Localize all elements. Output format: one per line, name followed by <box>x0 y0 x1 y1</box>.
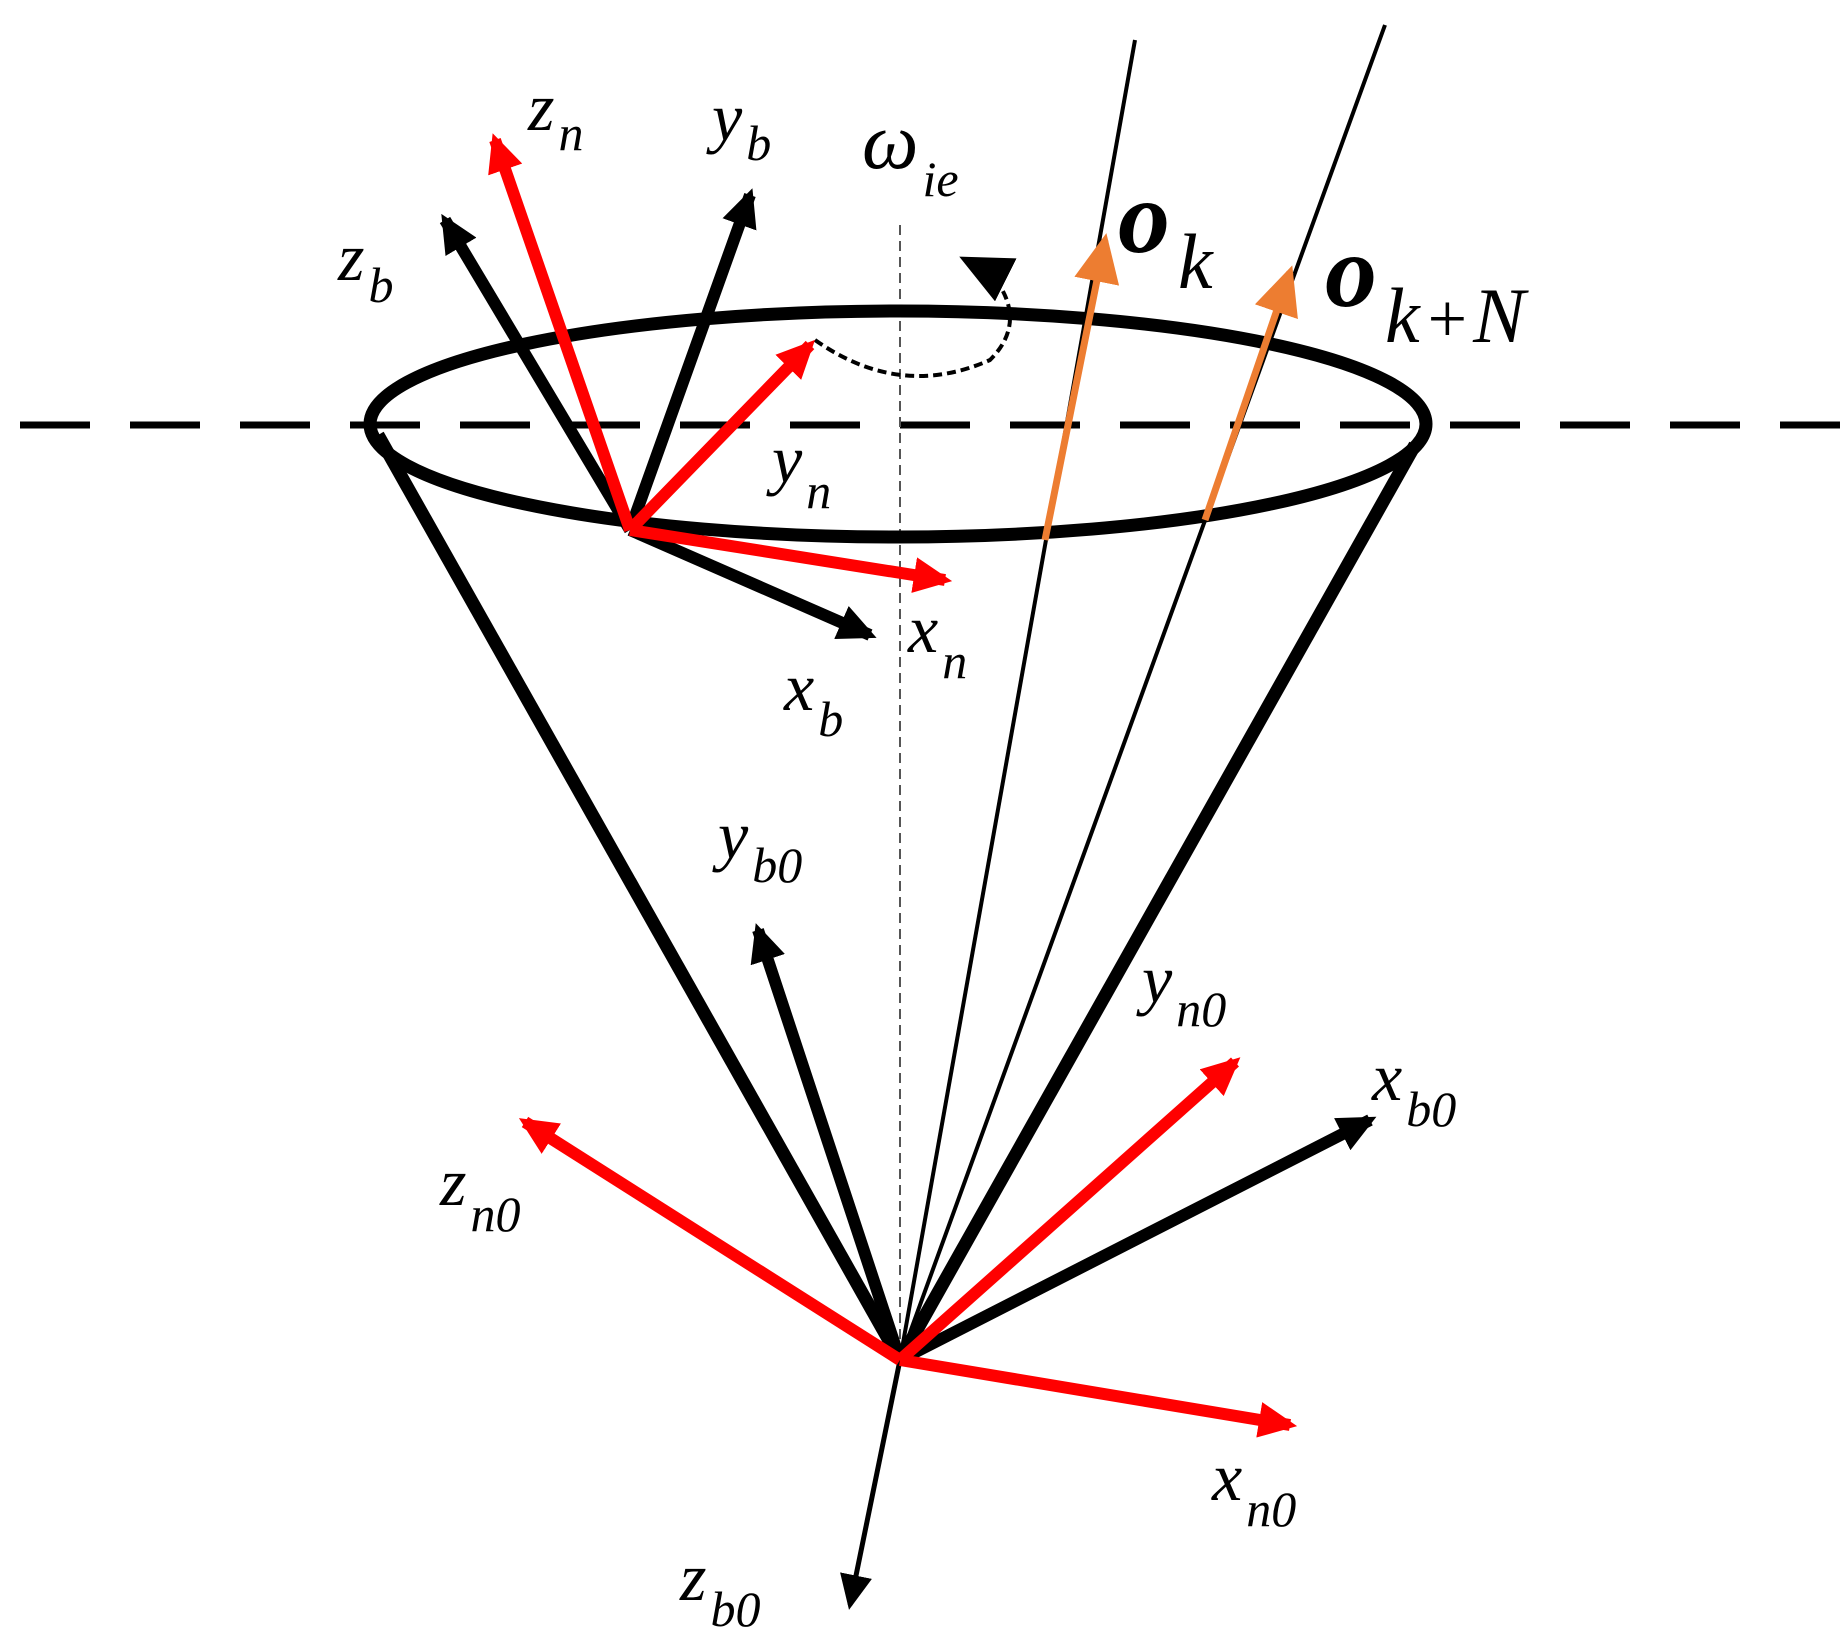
label-zb: zb <box>337 219 393 313</box>
axis-yb <box>624 188 757 533</box>
label-zn0: zn0 <box>439 1144 520 1242</box>
axis-xb0 <box>897 1114 1377 1366</box>
label-zb0: zb0 <box>679 1539 760 1637</box>
axis-yn0 <box>896 1057 1241 1365</box>
cone-left-side <box>372 431 906 1364</box>
axis-xb <box>627 524 877 641</box>
label-xb0: xb0 <box>1371 1039 1456 1137</box>
axis-xn <box>629 524 953 593</box>
vector-o-k <box>1041 233 1120 541</box>
label-yb: yb <box>706 79 771 171</box>
label-zn: zn <box>527 69 583 161</box>
cone-right-side <box>894 441 1421 1364</box>
axis-zn0 <box>518 1116 904 1366</box>
cone-top-ellipse <box>363 304 1433 544</box>
label-xb: xb <box>783 649 843 747</box>
earth-rotation-arrow <box>813 256 1017 378</box>
axis-yn <box>625 339 816 535</box>
axis-yb0 <box>750 923 906 1362</box>
label-yb0: yb0 <box>712 797 802 893</box>
vector-o-k-plus-n <box>1201 265 1298 522</box>
label-xn0: xn0 <box>1211 1439 1296 1537</box>
axis-zb0 <box>840 1359 903 1610</box>
label-xn: xn <box>907 591 967 689</box>
label-omega-ie: ωie <box>862 98 959 207</box>
label-yn: yn <box>766 421 831 519</box>
axis-zn <box>488 133 636 532</box>
axis-xn0 <box>899 1354 1298 1438</box>
label-yn0: yn0 <box>1136 941 1226 1037</box>
observation-line-k-plus-n <box>898 24 1387 1361</box>
axis-zb <box>439 213 636 534</box>
